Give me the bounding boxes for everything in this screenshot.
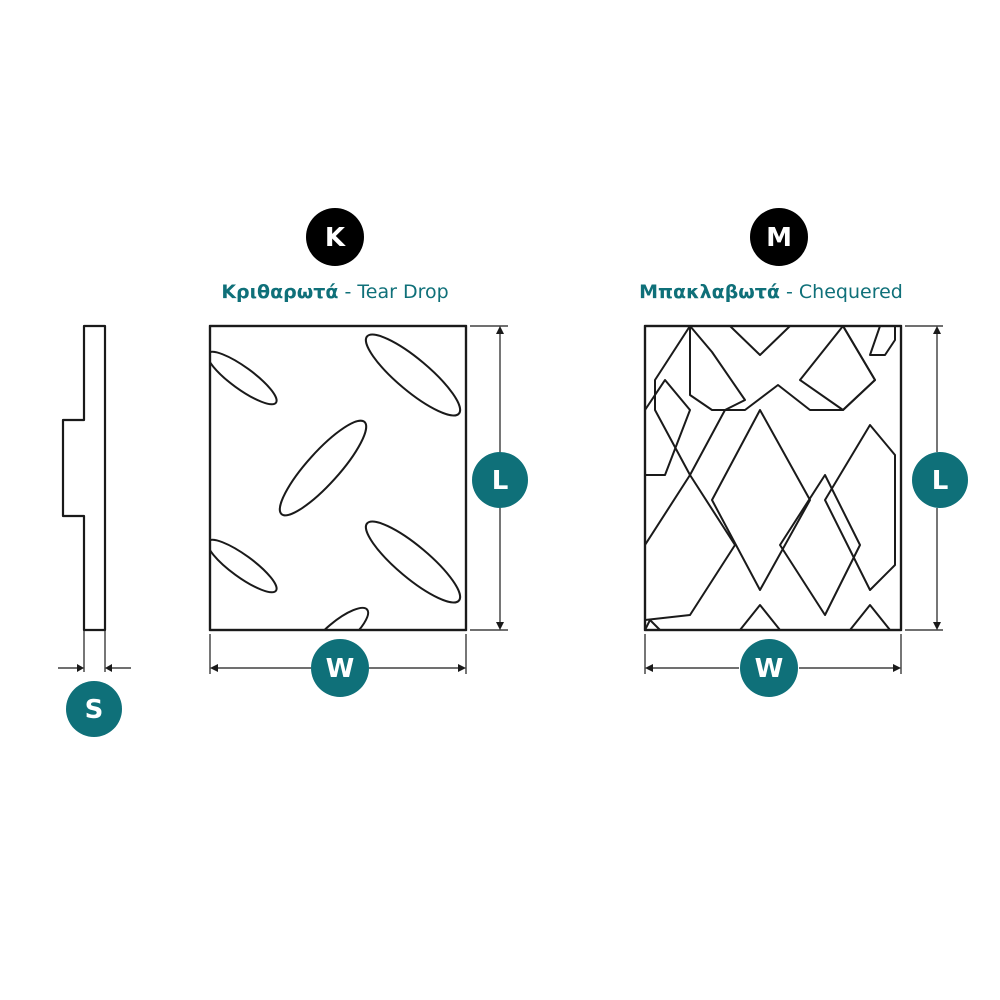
chequered-width-arrow-left xyxy=(645,664,653,672)
badge-w-circle xyxy=(740,639,798,697)
side-profile-outline xyxy=(61,324,107,632)
tear-drop-ellipse xyxy=(278,419,368,517)
chequered-diamond xyxy=(824,424,896,591)
chequered-diamond xyxy=(645,619,661,630)
chequered-plate xyxy=(643,324,903,632)
tear-drop-ellipse xyxy=(210,538,278,594)
chequered-title-english: - Chequered xyxy=(780,281,903,303)
chequered-pattern xyxy=(645,326,896,630)
chequered-length-arrow-bottom xyxy=(933,622,941,630)
thickness-side-profile: S xyxy=(58,324,131,737)
chequered-section: M Μπακλαβωτά - Chequered L xyxy=(639,208,968,697)
tear-drop-plate-border xyxy=(208,324,468,632)
tear-drop-ellipse xyxy=(306,606,370,630)
chequered-length-arrow-top xyxy=(933,326,941,334)
badge-w-label: W xyxy=(755,654,784,684)
tear-drop-title-greek: Κριθαρωτά xyxy=(221,281,338,303)
chequered-diamond xyxy=(654,326,746,476)
tear-drop-width-arrow-left xyxy=(210,664,218,672)
chequered-diamond xyxy=(645,379,691,476)
badge-m: M xyxy=(750,208,808,266)
badge-k: K xyxy=(306,208,364,266)
badge-s-circle xyxy=(66,681,122,737)
badge-l-label: L xyxy=(932,466,949,496)
tear-drop-ellipse xyxy=(364,333,462,417)
badge-w-chequered: W xyxy=(740,639,798,697)
tear-drop-length-arrow-top xyxy=(496,326,504,334)
badge-m-circle xyxy=(750,208,808,266)
badge-k-label: K xyxy=(325,223,346,253)
thickness-arrow-left xyxy=(77,664,84,672)
chequered-diamond xyxy=(645,474,736,621)
chequered-diamond xyxy=(779,474,861,616)
tear-drop-title: Κριθαρωτά - Tear Drop xyxy=(221,281,448,303)
tear-drop-ellipse xyxy=(210,350,278,406)
badge-l-circle xyxy=(912,452,968,508)
chequered-plate-border xyxy=(643,324,903,632)
tear-drop-title-english: - Tear Drop xyxy=(338,281,448,303)
badge-l-label: L xyxy=(492,466,509,496)
badge-l-tear-drop: L xyxy=(472,452,528,508)
badge-w-label: W xyxy=(326,654,355,684)
thickness-arrow-right xyxy=(105,664,112,672)
chequered-diamond xyxy=(869,326,896,356)
tear-drop-section: K Κριθαρωτά - Tear Drop L xyxy=(208,208,528,697)
tear-drop-pattern xyxy=(210,333,462,630)
chequered-width-arrow-right xyxy=(893,664,901,672)
badge-l-chequered: L xyxy=(912,452,968,508)
tear-drop-ellipse xyxy=(364,520,462,604)
badge-m-label: M xyxy=(766,223,792,253)
badge-s: S xyxy=(66,681,122,737)
chequered-title: Μπακλαβωτά - Chequered xyxy=(639,281,903,303)
chequered-diamond xyxy=(799,326,876,411)
badge-k-circle xyxy=(306,208,364,266)
tear-drop-length-arrow-bottom xyxy=(496,622,504,630)
badge-w-circle xyxy=(311,639,369,697)
chequered-diamond xyxy=(849,604,891,630)
chequered-diamond xyxy=(739,604,781,630)
badge-l-circle xyxy=(472,452,528,508)
tear-drop-width-arrow-right xyxy=(458,664,466,672)
badge-w-tear-drop: W xyxy=(311,639,369,697)
badge-s-label: S xyxy=(85,695,104,725)
chequered-title-greek: Μπακλαβωτά xyxy=(639,281,780,303)
